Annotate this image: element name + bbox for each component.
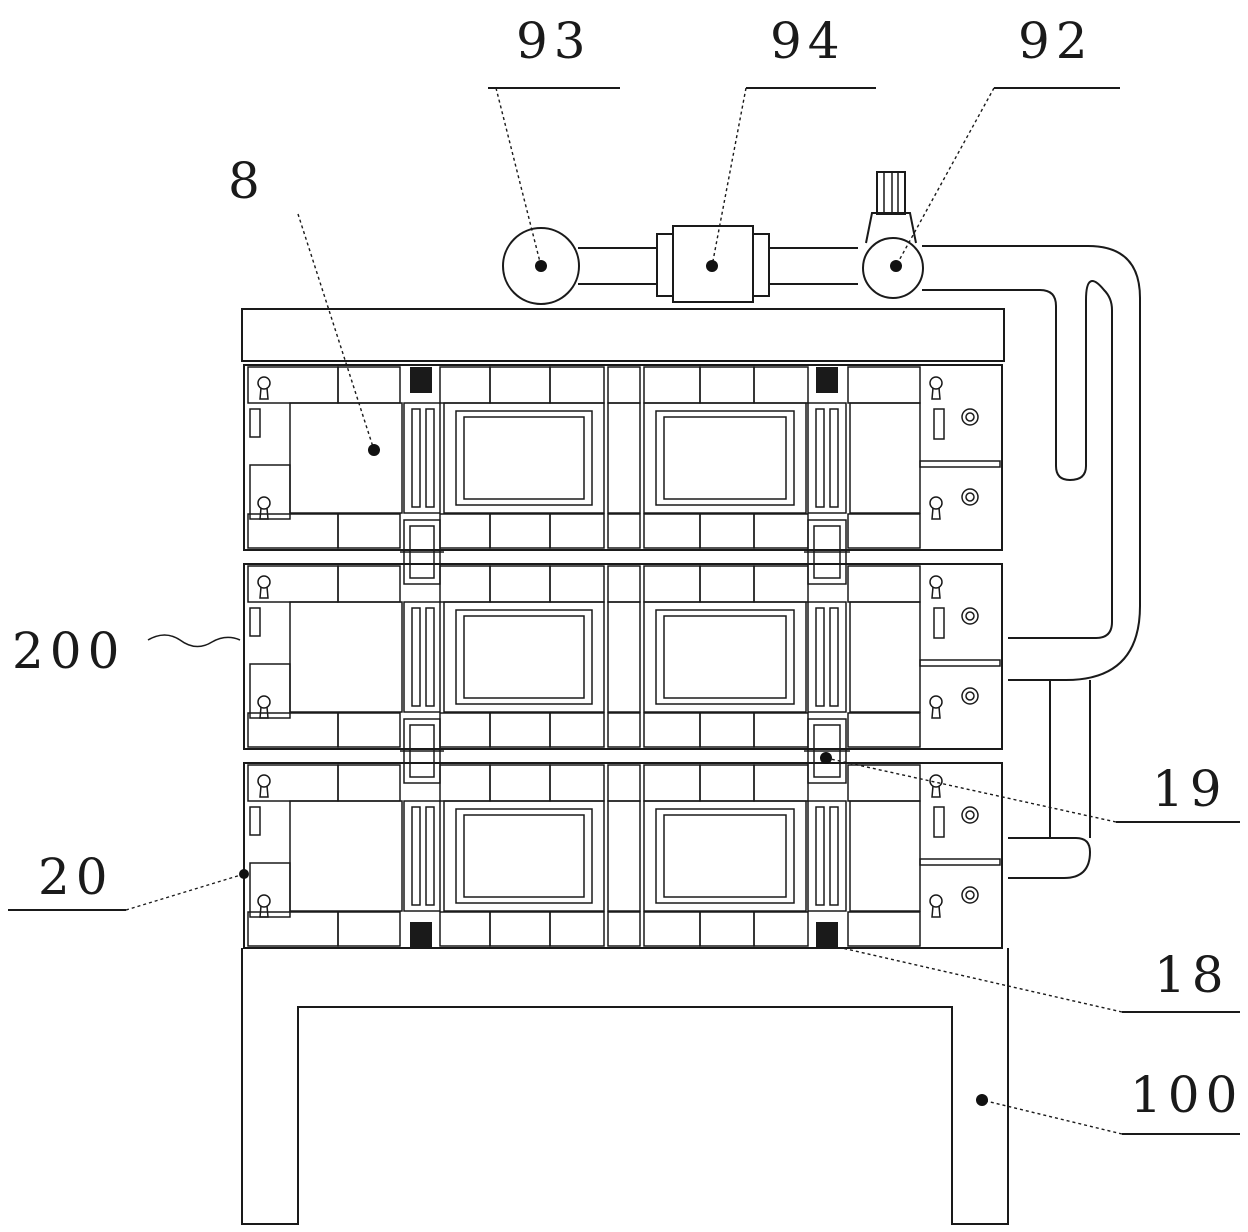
terminal-bolt-icon: [961, 408, 979, 426]
keyhole-icon: [929, 774, 943, 788]
keyhole-icon: [257, 496, 271, 510]
end-block-18: [410, 367, 432, 393]
label-94: 94: [770, 12, 846, 70]
keyhole-icon: [929, 376, 943, 390]
label-20: 20: [38, 848, 114, 906]
label-93: 93: [516, 12, 592, 70]
label-18: 18: [1154, 946, 1230, 1004]
callouts: 93 94 92 8 200 19 20 18: [8, 12, 1243, 1135]
battery-module-3: [243, 762, 1003, 949]
end-block-18: [816, 922, 838, 948]
keyhole-icon: [929, 695, 943, 709]
top-plate: [241, 308, 1005, 362]
battery-module-2: [243, 563, 1003, 750]
terminal-bolt-icon: [961, 607, 979, 625]
keyhole-icon: [257, 894, 271, 908]
component-8-cell: [289, 402, 403, 514]
battery-modules: [243, 364, 1003, 949]
label-92: 92: [1018, 12, 1094, 70]
keyhole-icon: [929, 894, 943, 908]
base-frame-100: [241, 948, 1009, 1225]
label-19: 19: [1152, 760, 1228, 818]
label-100: 100: [1130, 1066, 1243, 1124]
top-piping: [502, 171, 1141, 879]
component-93-valve: [502, 227, 580, 305]
terminal-bolt-icon: [961, 488, 979, 506]
terminal-bolt-icon: [961, 687, 979, 705]
keyhole-icon: [257, 774, 271, 788]
keyhole-icon: [257, 376, 271, 390]
keyhole-icon: [929, 496, 943, 510]
end-block-18: [816, 367, 838, 393]
label-200: 200: [12, 622, 125, 680]
terminal-bolt-icon: [961, 806, 979, 824]
label-8: 8: [228, 152, 266, 210]
terminal-bolt-icon: [961, 886, 979, 904]
battery-module-1: [243, 364, 1003, 551]
keyhole-icon: [257, 575, 271, 589]
keyhole-icon: [929, 575, 943, 589]
end-block-18: [410, 922, 432, 948]
keyhole-icon: [257, 695, 271, 709]
component-94-body: [656, 233, 674, 297]
component-92-fitting: [862, 237, 924, 299]
